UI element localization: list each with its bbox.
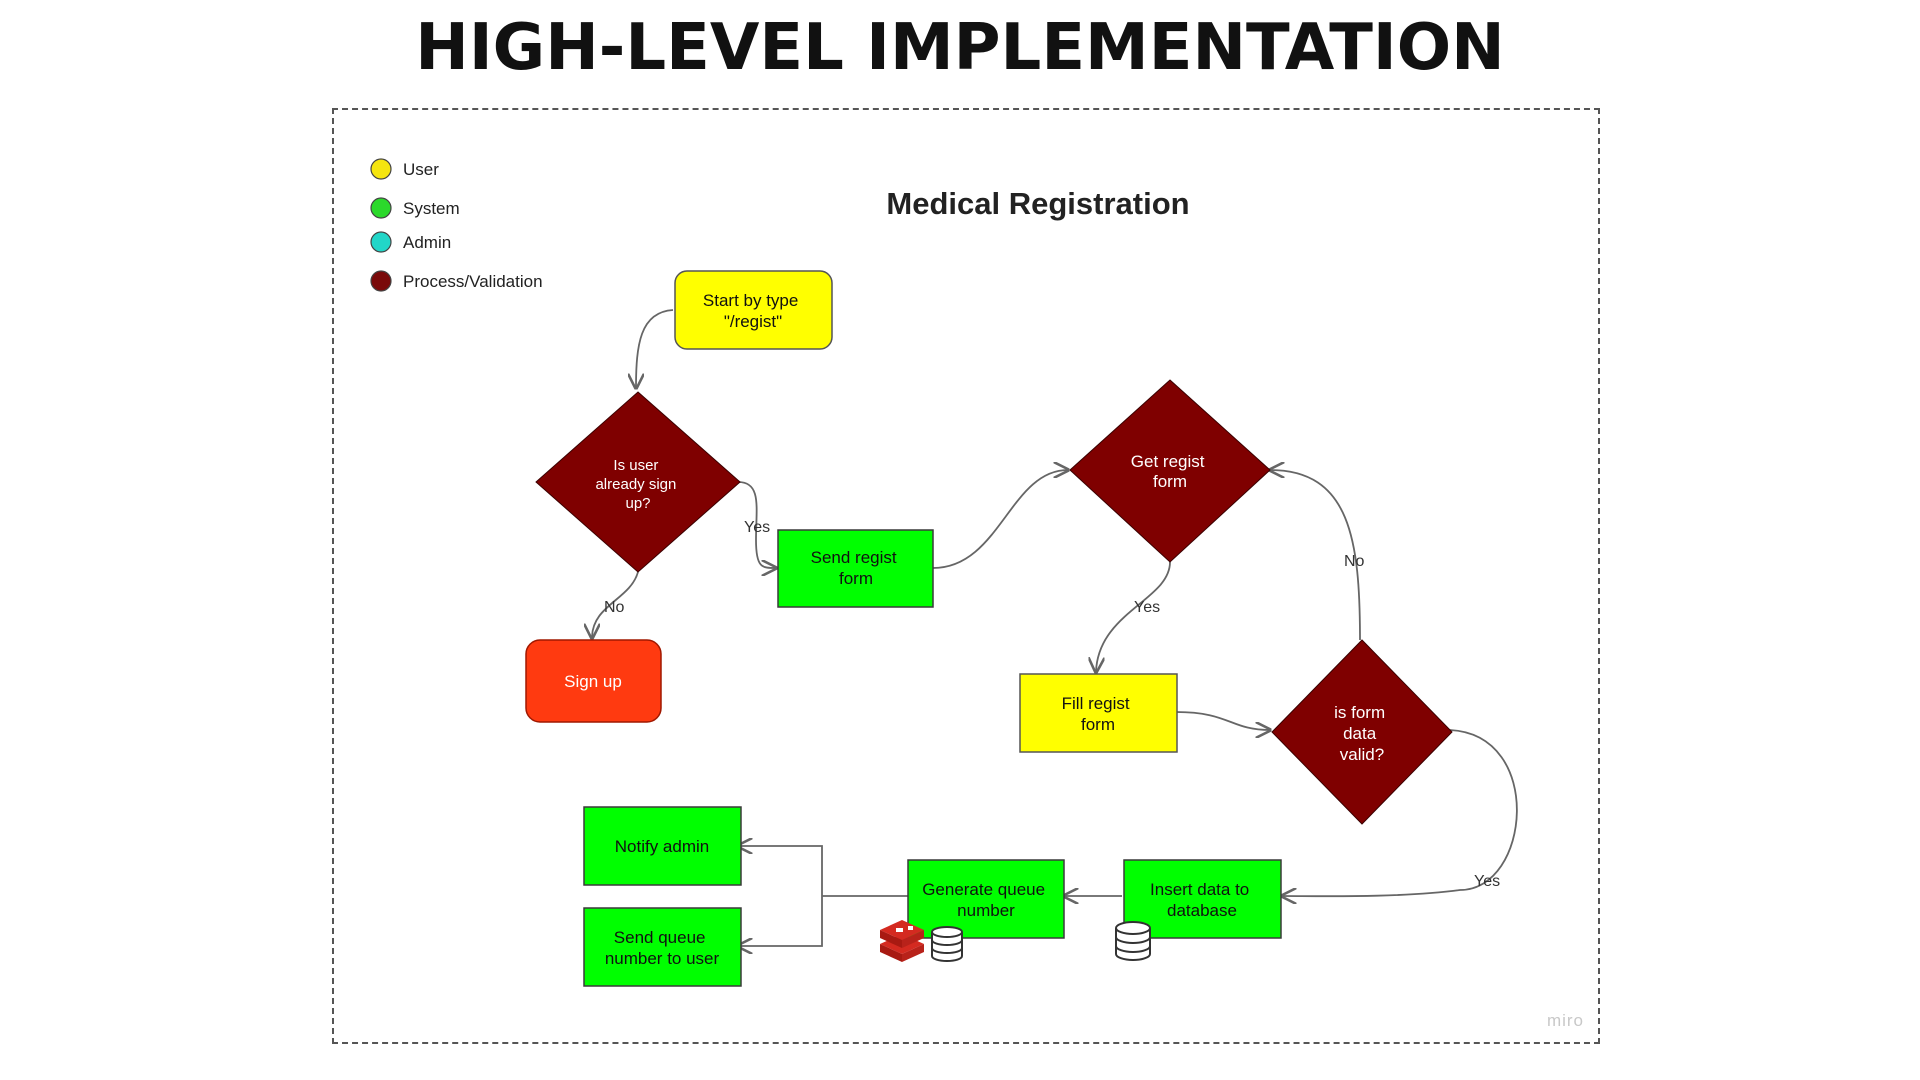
node-get-form-line: form <box>1153 472 1187 491</box>
legend-item-admin: Admin <box>370 231 451 253</box>
node-send-form-line: form <box>839 569 873 588</box>
node-get-form: Get regist form <box>1069 379 1271 563</box>
legend-dot-admin <box>370 231 392 253</box>
legend-dot-user <box>370 158 392 180</box>
edge-valid-to-insert <box>1282 729 1518 896</box>
svg-text:Insert data to database: Insert data to database <box>1150 880 1254 920</box>
node-notify-admin: Notify admin <box>583 806 742 886</box>
legend-item-system: System <box>370 197 460 219</box>
legend-item-user: User <box>370 158 439 180</box>
page-heading: HIGH-LEVEL IMPLEMENTATION <box>415 11 1505 85</box>
edge-signed-to-signup <box>592 571 639 638</box>
edge-valid-to-get <box>1270 470 1361 641</box>
node-gen-queue: Generate queue number <box>907 859 1065 939</box>
legend-label-system: System <box>403 199 460 218</box>
svg-text:Fill regist form: Fill regist form <box>1062 694 1135 734</box>
node-insert-db-line: database <box>1167 901 1237 920</box>
node-sign-up-line: Sign up <box>564 672 622 691</box>
node-fill-form-line: Fill regist <box>1062 694 1130 713</box>
node-is-signed-up-line: up? <box>625 495 650 512</box>
node-send-queue-line: number to user <box>605 949 720 968</box>
label-yes-fill: Yes <box>1134 599 1160 616</box>
legend-dot-process <box>370 270 392 292</box>
node-start-line: Start by type <box>703 291 798 310</box>
node-is-valid-line: data <box>1343 724 1377 743</box>
connectors <box>592 309 1518 946</box>
edge-start-to-signed <box>636 309 674 388</box>
node-insert-db: Insert data to database <box>1123 859 1282 939</box>
node-gen-queue-line: Generate queue <box>922 880 1045 899</box>
redis-icon <box>880 920 924 962</box>
svg-text:is form data valid: is form data valid? <box>1334 703 1390 764</box>
node-is-signed-up-line: already sign <box>595 476 676 493</box>
node-is-valid: is form data valid? <box>1271 639 1453 825</box>
node-send-queue: Send queue number to user <box>583 907 742 987</box>
edge-branch-to-notify <box>738 846 823 896</box>
legend-label-process: Process/Validation <box>403 272 543 291</box>
edge-signed-to-send <box>737 481 776 568</box>
legend: User System Admin Process/Validation <box>370 158 543 292</box>
svg-text:Generate queue number: Generate queue number <box>922 880 1050 920</box>
edge-get-to-fill <box>1096 561 1171 672</box>
node-is-valid-line: is form <box>1334 703 1385 722</box>
edge-send-to-get <box>932 470 1068 569</box>
node-get-form-line: Get regist <box>1131 452 1205 471</box>
node-send-form-line: Send regist <box>811 548 897 567</box>
node-is-signed-up: Is user already sign up? <box>535 391 741 573</box>
node-sign-up: Sign up <box>525 639 662 723</box>
svg-text:Is user already sign: Is user already sign up? <box>595 457 680 512</box>
legend-label-admin: Admin <box>403 233 451 252</box>
node-insert-db-line: Insert data to <box>1150 880 1249 899</box>
node-start-line: "/regist" <box>724 312 782 331</box>
label-no-get: No <box>1344 553 1365 570</box>
diagram-title: Medical Registration <box>886 186 1189 221</box>
legend-dot-system <box>370 197 392 219</box>
label-yes-insert: Yes <box>1474 873 1500 890</box>
node-notify-admin-line: Notify admin <box>615 837 709 856</box>
svg-text:Start by type "/regist": Start by type "/regist" <box>703 291 803 331</box>
node-gen-queue-line: number <box>957 901 1015 920</box>
node-is-signed-up-line: Is user <box>613 457 658 474</box>
label-yes-send: Yes <box>744 519 770 536</box>
label-no-signup: No <box>604 599 625 616</box>
diagram-frame <box>332 108 1600 1044</box>
database-icon <box>1115 921 1151 961</box>
legend-item-process: Process/Validation <box>370 270 543 292</box>
node-is-valid-line: valid? <box>1340 745 1384 764</box>
miro-watermark: miro <box>1547 1011 1584 1030</box>
database-icon <box>931 926 963 962</box>
edge-branch-to-sendqueue <box>738 896 823 946</box>
svg-text:Send regist form: Send regist form <box>811 548 902 588</box>
edge-labels: Yes No Yes No Yes <box>604 519 1500 890</box>
svg-text:Get regist form: Get regist form <box>1131 452 1209 491</box>
edge-fill-to-valid <box>1175 711 1270 730</box>
node-send-form: Send regist form <box>777 529 934 608</box>
node-fill-form-line: form <box>1081 715 1115 734</box>
legend-label-user: User <box>403 160 439 179</box>
svg-text:Send queue number to use: Send queue number to user <box>605 928 720 968</box>
node-start: Start by type "/regist" <box>674 270 833 350</box>
node-send-queue-line: Send queue <box>614 928 706 947</box>
node-fill-form: Fill regist form <box>1019 673 1178 753</box>
